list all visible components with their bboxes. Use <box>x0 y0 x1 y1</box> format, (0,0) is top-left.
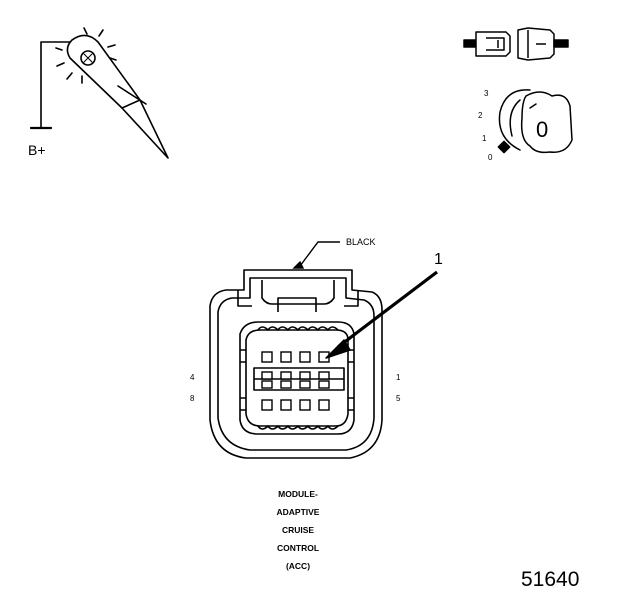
callout-arrow <box>325 270 438 359</box>
pin-label-top-left: 4 <box>190 373 195 382</box>
pin-cavity <box>299 399 311 411</box>
caption-line: (ACC) <box>286 561 310 571</box>
pin-cavity <box>261 380 273 389</box>
ignition-position-1: 1 <box>482 134 487 143</box>
pin-cavity <box>261 399 273 411</box>
pin-cavity <box>299 371 311 380</box>
pin-label-top-right: 1 <box>396 373 401 382</box>
caption-line: CRUISE <box>282 525 314 535</box>
caption-line: MODULE- <box>278 489 318 499</box>
pin-label-bottom-left: 8 <box>190 394 195 403</box>
pin-cavity <box>261 351 273 363</box>
pin-cavity <box>318 380 330 389</box>
color-leader-line <box>292 241 340 269</box>
ignition-switch-icon <box>497 89 573 154</box>
pin-cavity <box>318 399 330 411</box>
pin-cavity <box>299 351 311 363</box>
supply-voltage-label: B+ <box>28 142 46 158</box>
test-lamp-icon <box>29 27 169 159</box>
figure-number: 51640 <box>521 568 579 591</box>
pin-cavity <box>280 351 292 363</box>
caption-line: CONTROL <box>277 543 319 553</box>
pin-cavities <box>261 351 330 411</box>
ignition-position-3: 3 <box>484 89 489 98</box>
ignition-key-label: 0 <box>536 117 548 142</box>
callout-number: 1 <box>434 251 443 268</box>
ignition-position-2: 2 <box>478 111 483 120</box>
connector-housing <box>209 269 383 459</box>
pin-cavity <box>280 371 292 380</box>
pin-cavity <box>280 380 292 389</box>
pin-cavity <box>261 371 273 380</box>
pin-cavity <box>280 399 292 411</box>
connector-color-label: BLACK <box>346 237 376 247</box>
caption-line: ADAPTIVE <box>277 507 320 517</box>
ignition-position-0: 0 <box>488 153 493 162</box>
pin-cavity <box>299 380 311 389</box>
pin-label-bottom-right: 5 <box>396 394 401 403</box>
pin-cavity <box>318 371 330 380</box>
connector-disconnect-icon <box>463 27 569 61</box>
connector-caption: MODULE- ADAPTIVE CRUISE CONTROL (ACC) <box>277 489 320 571</box>
